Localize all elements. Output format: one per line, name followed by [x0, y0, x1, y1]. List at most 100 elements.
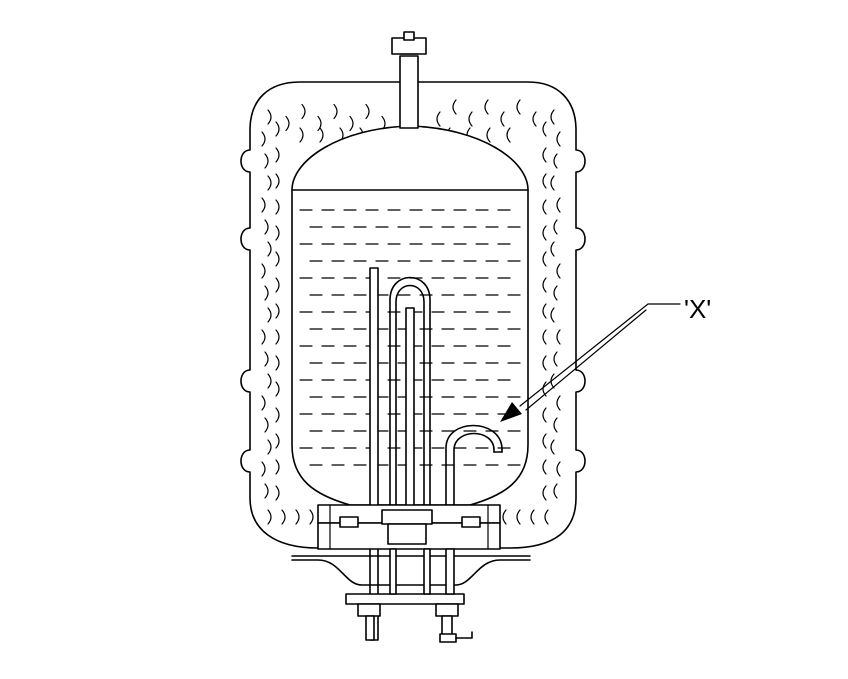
insulation-mark	[550, 241, 555, 257]
insulation-mark	[542, 121, 547, 137]
insulation-mark	[267, 439, 272, 455]
water-level-dashes	[299, 209, 521, 466]
insulation-mark	[275, 329, 280, 345]
insulation-mark	[556, 197, 561, 213]
insulation-mark	[542, 199, 547, 215]
insulation-mark	[275, 277, 280, 293]
insulation-mark	[452, 99, 457, 115]
insulation-mark	[553, 285, 558, 301]
heating-element	[389, 276, 431, 509]
insulation-mark	[267, 307, 272, 323]
insulation-shell	[240, 81, 586, 549]
insulation-mark	[264, 219, 269, 235]
insulation-texture	[261, 99, 561, 525]
insulation-mark	[542, 303, 547, 319]
insulation-mark	[542, 459, 547, 475]
insulation-mark	[553, 417, 558, 433]
insulation-mark	[275, 225, 280, 241]
insulation-mark	[556, 131, 561, 147]
insulation-mark	[556, 395, 561, 411]
insulation-mark	[267, 373, 272, 389]
insulation-mark	[542, 277, 547, 293]
insulation-mark	[267, 509, 272, 525]
bottom-mount-plate	[345, 548, 473, 643]
insulation-mark	[542, 173, 547, 189]
insulation-mark	[264, 417, 269, 433]
insulation-mark	[275, 173, 280, 189]
insulation-mark	[264, 351, 269, 367]
insulation-mark	[484, 99, 489, 115]
insulation-mark	[542, 329, 547, 345]
insulation-mark	[502, 509, 507, 525]
insulation-mark	[553, 351, 558, 367]
insulation-mark	[556, 329, 561, 345]
insulation-mark	[365, 103, 370, 120]
top-inlet-pipe	[391, 31, 427, 129]
insulation-mark	[261, 131, 266, 147]
insulation-mark	[275, 459, 280, 475]
insulation-mark	[532, 111, 537, 127]
insulation-mark	[500, 111, 505, 127]
insulation-mark	[275, 303, 280, 319]
insulation-mark	[275, 199, 280, 215]
insulation-mark	[275, 407, 280, 423]
insulation-mark	[299, 127, 304, 143]
insulation-mark	[542, 485, 547, 501]
insulation-mark	[530, 509, 535, 525]
insulation-mark	[264, 285, 269, 301]
insulation-mark	[267, 241, 272, 257]
insulation-mark	[542, 147, 547, 163]
insulation-mark	[264, 153, 269, 169]
insulation-mark	[261, 263, 266, 279]
insulation-mark	[275, 251, 280, 267]
flange-assembly	[317, 504, 501, 550]
insulation-mark	[275, 485, 280, 501]
insulation-mark	[281, 509, 286, 525]
insulation-mark	[542, 225, 547, 241]
insulation-mark	[261, 197, 266, 213]
insulation-mark	[516, 509, 521, 525]
insulation-mark	[285, 115, 290, 132]
insulation-mark	[486, 127, 491, 143]
insulation-mark	[550, 307, 555, 323]
insulation-mark	[275, 433, 280, 449]
insulation-mark	[333, 103, 338, 120]
insulation-mark	[542, 433, 547, 449]
insulation-mark	[468, 111, 473, 127]
insulation-mark	[317, 115, 322, 132]
insulation-mark	[550, 439, 555, 455]
insulation-mark	[553, 153, 558, 169]
insulation-mark	[264, 483, 269, 499]
insulation-mark	[542, 251, 547, 267]
insulation-mark	[295, 509, 300, 525]
insulation-mark	[301, 103, 306, 120]
insulation-mark	[542, 407, 547, 423]
insulation-mark	[556, 263, 561, 279]
insulation-mark	[319, 127, 324, 143]
insulation-mark	[261, 395, 266, 411]
bottom-cover	[291, 555, 531, 586]
insulation-mark	[544, 509, 549, 525]
insulation-mark	[309, 509, 314, 525]
callout-x: 'X'	[500, 294, 711, 422]
insulation-mark	[556, 461, 561, 477]
outlet-hook-pipe	[445, 424, 503, 506]
insulation-mark	[275, 355, 280, 371]
insulation-mark	[436, 111, 441, 127]
insulation-mark	[553, 483, 558, 499]
insulation-mark	[506, 127, 511, 143]
insulation-mark	[267, 109, 272, 125]
insulation-mark	[275, 147, 280, 163]
insulation-mark	[553, 219, 558, 235]
insulation-mark	[261, 329, 266, 345]
insulation-mark	[550, 175, 555, 191]
insulation-mark	[275, 121, 280, 137]
insulation-mark	[275, 381, 280, 397]
insulation-mark	[550, 109, 555, 125]
callout-label: 'X'	[684, 294, 711, 324]
insulation-mark	[267, 175, 272, 191]
insulation-mark	[542, 355, 547, 371]
insulation-mark	[516, 99, 521, 115]
insulation-mark	[349, 115, 354, 132]
